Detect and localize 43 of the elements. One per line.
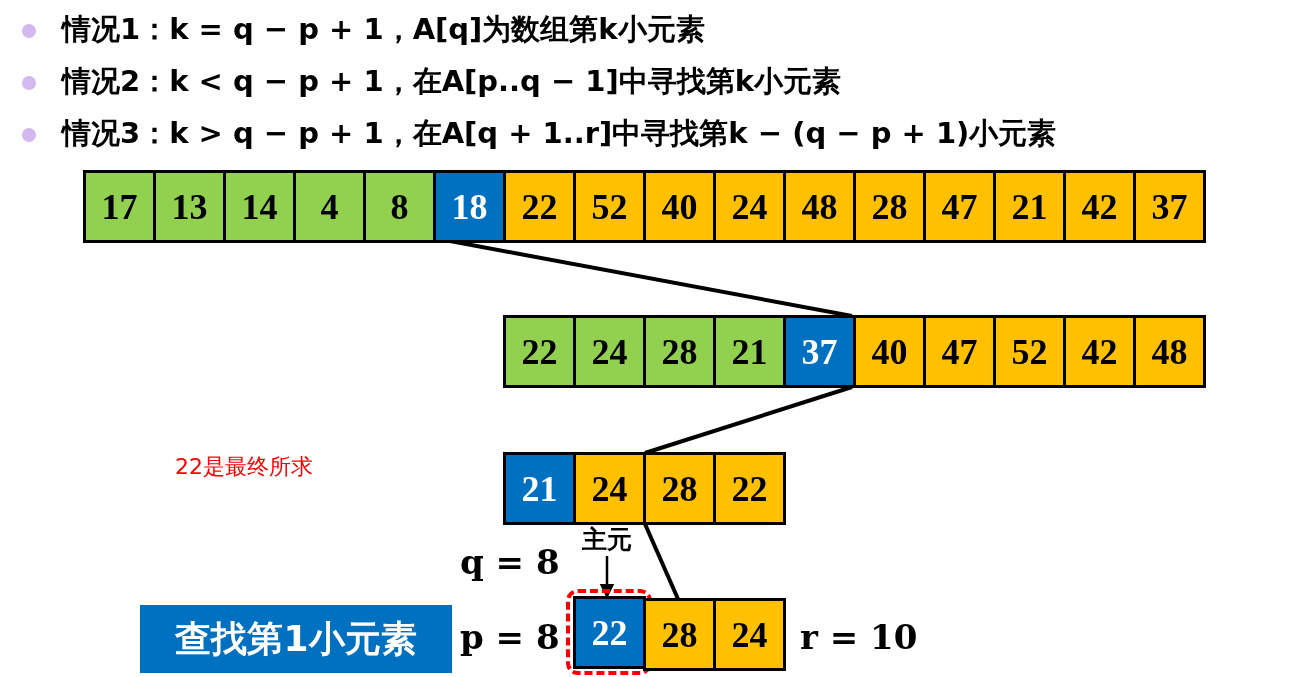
array-cell: 37 — [783, 315, 856, 388]
array-cell: 8 — [363, 170, 436, 243]
array-cell: 21 — [993, 170, 1066, 243]
array-cell: 48 — [783, 170, 856, 243]
array-cell: 42 — [1063, 170, 1136, 243]
array-cell: 17 — [83, 170, 156, 243]
array-cell: 42 — [1063, 315, 1136, 388]
case-text: 情况2：k < q − p + 1，在A[p..q − 1]中寻找第k小元素 — [62, 63, 842, 100]
array-cell: 22 — [713, 452, 786, 525]
array-cell: 24 — [713, 598, 786, 671]
array-cell: 48 — [1133, 315, 1206, 388]
array-cell: 24 — [573, 452, 646, 525]
array-cell: 28 — [643, 315, 716, 388]
array-cell: 40 — [853, 315, 926, 388]
array-cell: 47 — [923, 315, 996, 388]
array-cell: 4 — [293, 170, 366, 243]
array-cell: 37 — [1133, 170, 1206, 243]
array-cell: 24 — [713, 170, 786, 243]
array-cell: 28 — [853, 170, 926, 243]
pivot-label: 主元 — [572, 522, 642, 556]
formula-text: r = 10 — [800, 617, 918, 657]
array-cell: 28 — [643, 452, 716, 525]
array-cell: 24 — [573, 315, 646, 388]
array-cell: 52 — [993, 315, 1066, 388]
connector-line — [643, 523, 680, 600]
array-cell: 28 — [643, 598, 716, 671]
array-cell: 21 — [503, 452, 576, 525]
array-cell: 40 — [643, 170, 716, 243]
array-cell: 13 — [153, 170, 226, 243]
case-text: 情况3：k > q − p + 1，在A[q + 1..r]中寻找第k − (q − p + 1)小元素 — [62, 115, 1057, 152]
array-cell: 18 — [433, 170, 506, 243]
formula-text: p = 8 — [460, 617, 560, 657]
note-text: 22是最终所求 — [175, 453, 313, 481]
title-banner: 查找第1小元素 — [140, 605, 452, 673]
array-cell: 22 — [573, 596, 646, 669]
formula-text: q = 8 — [460, 542, 560, 582]
case-text: 情况1：k = q − p + 1，A[q]为数组第k小元素 — [62, 11, 705, 48]
array-cell: 14 — [223, 170, 296, 243]
array-cell: 21 — [713, 315, 786, 388]
array-cell: 47 — [923, 170, 996, 243]
array-cell: 22 — [503, 315, 576, 388]
array-cell: 22 — [503, 170, 576, 243]
array-cell: 52 — [573, 170, 646, 243]
